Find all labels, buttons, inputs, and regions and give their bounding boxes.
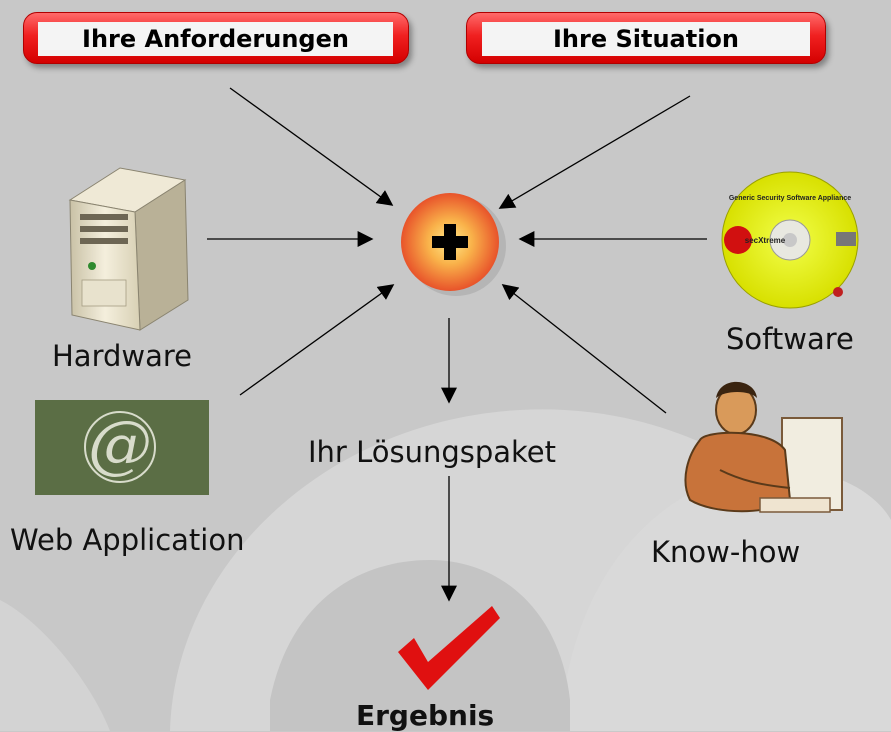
center-plus-icon: [401, 193, 506, 296]
software-label: Software: [726, 322, 854, 356]
cd-brand: secXtreme: [745, 236, 786, 245]
server-tower-icon: [68, 167, 189, 331]
checkmark-icon: [398, 606, 500, 690]
person-at-computer-icon: [684, 381, 843, 513]
result-label: Ergebnis: [356, 699, 495, 732]
web-application-label: Web Application: [10, 523, 245, 557]
arrow-knowhow: [501, 284, 667, 414]
arrow-webapp: [239, 284, 395, 396]
situation-box-label: Ihre Situation: [482, 22, 810, 56]
arrow-situation: [498, 95, 691, 209]
requirements-box-label: Ihre Anforderungen: [38, 22, 393, 56]
hardware-label: Hardware: [52, 339, 193, 373]
cd-title: Generic Security Software Appliance: [729, 195, 851, 202]
web-application-icon: @: [35, 400, 209, 495]
know-how-label: Know-how: [651, 535, 801, 569]
software-cd-icon: Generic Security Software Appliance secX…: [721, 171, 859, 309]
arrow-requirements: [229, 87, 394, 206]
package-label: Ihr Lösungspaket: [308, 435, 557, 469]
svg-text:@: @: [88, 408, 152, 482]
